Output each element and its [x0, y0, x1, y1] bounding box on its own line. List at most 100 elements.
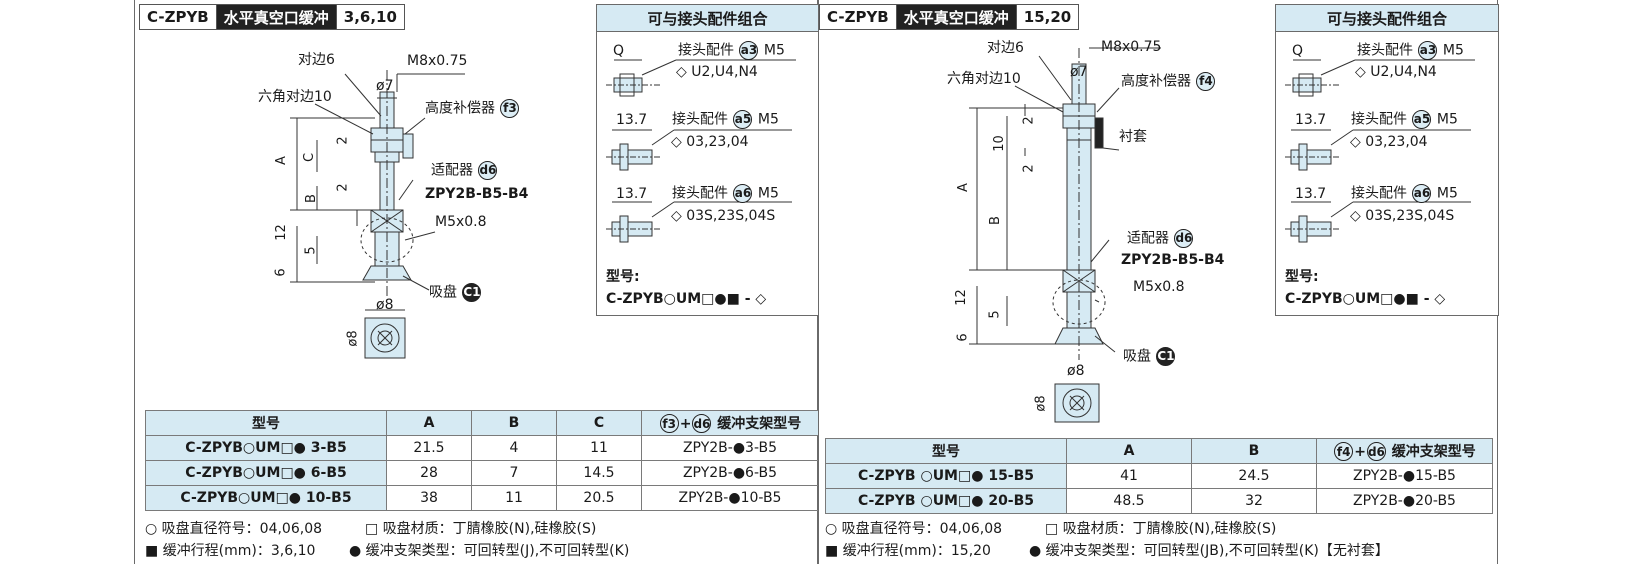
fit2-models: ◇ 03,23,04: [1350, 134, 1428, 150]
left-panel: C-ZPYB 水平真空口缓冲 3,6,10: [134, 0, 819, 564]
dash-icon: -: [1423, 291, 1430, 307]
cell-model: C-ZPYB ○UM□● 15-B5: [825, 463, 1067, 489]
square-icon: □: [701, 291, 715, 307]
fit1-thread: M5: [763, 42, 785, 59]
d6-icon: d6: [1174, 229, 1194, 248]
diamond-icon: ◇: [1434, 291, 1446, 307]
cell-A: 28: [386, 460, 472, 486]
dim-12: 12: [953, 289, 969, 306]
cell-bracket: ZPY2B-●15-B5: [1316, 463, 1493, 489]
cell-model: C-ZPYB ○UM□● 20-B5: [825, 488, 1067, 514]
right-panel: C-ZPYB 水平真空口缓冲 15,20: [818, 0, 1499, 564]
fit-model-code: C-ZPYB○UM□●■ - ◇: [1285, 291, 1446, 307]
dim-B: B: [303, 194, 319, 203]
model-code: C-ZPYB: [606, 291, 664, 307]
label-bushing: 衬套: [1119, 129, 1147, 145]
fit1-label-text: 接头配件: [1357, 42, 1413, 59]
label-across-flats: 对边6: [298, 52, 335, 68]
fit3-label-text: 接头配件: [1351, 185, 1407, 202]
f4-icon: f4: [1196, 72, 1216, 91]
fit3-thread: M5: [1436, 185, 1458, 202]
a6-icon: a6: [1412, 184, 1432, 203]
fit2-dim: 13.7: [616, 112, 648, 128]
dim-2a: 2: [1021, 116, 1037, 125]
block-icon: ■: [145, 543, 159, 559]
cell-bracket: ZPY2B-●10-B5: [641, 485, 819, 511]
table-header-row: 型号 A B f4+d6 缓冲支架型号: [825, 438, 1493, 464]
dim-B: B: [987, 216, 1003, 225]
th-C: C: [556, 410, 642, 436]
note-bracket-type: ● 缓冲支架类型：可回转型(J),不可回转型(K): [349, 543, 630, 559]
table-header-row: 型号 A B C f3+d6 缓冲支架型号: [145, 410, 819, 436]
header-strokes: 15,20: [1015, 5, 1078, 29]
bracket-header-text: 缓冲支架型号: [1391, 443, 1476, 460]
cell-B: 7: [471, 460, 557, 486]
label-hex: 六角对边10: [947, 71, 1021, 87]
cell-B: 11: [471, 485, 557, 511]
header-strokes: 3,6,10: [335, 5, 404, 29]
fit1-models-text: U2,U4,N4: [1370, 64, 1437, 80]
adapter-text: 适配器: [1127, 230, 1169, 247]
square-icon: □: [1045, 521, 1059, 537]
fit2-label-text: 接头配件: [1351, 111, 1407, 128]
c1-icon: C1: [1156, 347, 1176, 366]
d6-icon: d6: [1366, 442, 1386, 462]
diamond-icon: ◇: [755, 291, 767, 307]
model-um: UM: [1354, 291, 1381, 307]
fit1-dim: Q: [613, 43, 625, 59]
table-row: C-ZPYB ○UM□● 20-B5 48.5 32 ZPY2B-●20-B5: [825, 488, 1493, 514]
label-dia8-top: ø8: [1067, 363, 1085, 379]
fit2-label: 接头配件 a5 M5: [1351, 110, 1458, 129]
dim-10: 10: [991, 135, 1007, 152]
th-B: B: [471, 410, 557, 436]
c1-icon: C1: [462, 283, 482, 302]
fit3-thread: M5: [757, 185, 779, 202]
fit2-models: ◇ 03,23,04: [671, 134, 749, 150]
block-icon: ■: [825, 543, 839, 559]
dim-5: 5: [303, 246, 319, 255]
fit2-thread: M5: [757, 111, 779, 128]
fit1-label-text: 接头配件: [678, 42, 734, 59]
th-bracket: f3+d6 缓冲支架型号: [641, 410, 819, 436]
fit3-models-text: 03S,23S,04S: [686, 208, 776, 224]
dot-icon: ●: [714, 291, 727, 307]
diamond-icon: ◇: [1355, 64, 1366, 80]
fit3-dim: 13.7: [1295, 186, 1327, 202]
label-dia8-side: ø8: [1033, 395, 1049, 412]
left-fittings-drawings: [606, 59, 796, 243]
label-thread: M8x0.75: [1101, 39, 1162, 55]
dash-icon: -: [744, 291, 751, 307]
th-B: B: [1191, 438, 1317, 464]
label-compensator: 高度补偿器 f3: [425, 99, 520, 118]
fittings-title: 可与接头配件组合: [1276, 5, 1498, 32]
cell-bracket: ZPY2B-●3-B5: [641, 435, 819, 461]
dot-icon: ●: [1029, 543, 1042, 559]
dim-2b: 2: [335, 183, 351, 192]
fit1-models: ◇ U2,U4,N4: [1355, 64, 1437, 80]
fit3-label-text: 接头配件: [672, 185, 728, 202]
header-title: 水平真空口缓冲: [215, 5, 336, 29]
note-pad-dia: ○ 吸盘直径符号：04,06,08: [145, 521, 323, 537]
block-icon: ■: [726, 291, 740, 307]
diamond-icon: ◇: [671, 134, 682, 150]
fit3-dim: 13.7: [616, 186, 648, 202]
label-port-thread: M5x0.8: [435, 214, 487, 230]
fit2-models-text: 03,23,04: [1365, 134, 1428, 150]
cell-model: C-ZPYB○UM□● 10-B5: [145, 485, 387, 511]
cell-C: 20.5: [556, 485, 642, 511]
header-title: 水平真空口缓冲: [895, 5, 1016, 29]
dim-C: C: [302, 152, 318, 163]
diamond-icon: ◇: [1350, 134, 1361, 150]
table-row: C-ZPYB○UM□● 10-B5 38 11 20.5 ZPY2B-●10-B…: [145, 485, 819, 511]
label-adapter: 适配器 d6: [431, 161, 498, 180]
note-stroke: ■ 缓冲行程(mm)：3,6,10: [145, 543, 316, 559]
label-dia8-top: ø8: [376, 297, 394, 313]
pad-text: 吸盘: [1123, 348, 1151, 365]
model-um: UM: [675, 291, 702, 307]
fit1-label: 接头配件 a3 M5: [1357, 41, 1464, 60]
fit3-models: ◇ 03S,23S,04S: [671, 208, 776, 224]
left-header: C-ZPYB 水平真空口缓冲 3,6,10: [139, 4, 405, 30]
fit1-dim: Q: [1292, 43, 1304, 59]
fittings-title: 可与接头配件组合: [597, 5, 818, 32]
right-spec-table: 型号 A B f4+d6 缓冲支架型号 C-ZPYB ○UM□● 15-B5 4…: [825, 438, 1493, 514]
